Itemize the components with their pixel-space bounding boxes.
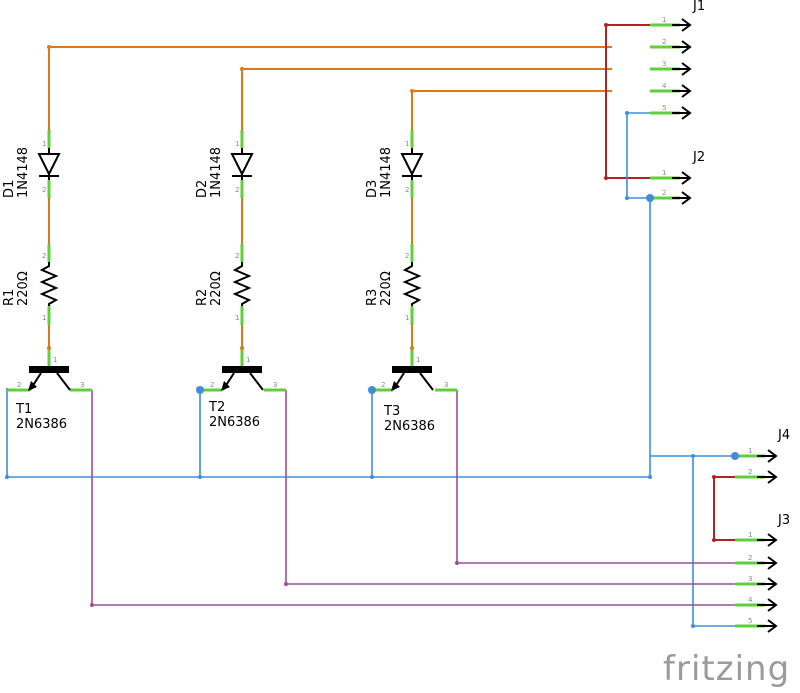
orange-wires xyxy=(48,46,612,348)
svg-text:1: 1 xyxy=(405,314,409,322)
svg-text:1: 1 xyxy=(235,314,239,322)
pin-stubs xyxy=(8,23,765,628)
svg-text:2: 2 xyxy=(748,468,752,476)
resistor-r1 xyxy=(39,262,59,306)
t3-part: 2N6386 xyxy=(384,419,435,434)
r3-value: 220Ω xyxy=(379,271,394,306)
svg-text:2: 2 xyxy=(42,252,46,260)
transistor-t3 xyxy=(391,366,434,391)
j4-arrows xyxy=(757,449,778,484)
svg-text:1: 1 xyxy=(662,16,666,24)
svg-text:2: 2 xyxy=(662,38,666,46)
d2-ref: D2 xyxy=(195,180,210,198)
r1-value: 220Ω xyxy=(16,271,31,306)
svg-text:4: 4 xyxy=(662,82,667,90)
diode-d1 xyxy=(37,148,61,180)
svg-text:2: 2 xyxy=(17,381,21,389)
t1-ref: T1 xyxy=(15,402,32,417)
svg-text:3: 3 xyxy=(444,381,448,389)
d2-part: 1N4148 xyxy=(209,147,224,198)
j1-label: J1 xyxy=(692,0,705,14)
d1-part: 1N4148 xyxy=(16,147,31,198)
svg-text:2: 2 xyxy=(405,252,409,260)
resistor-r3 xyxy=(402,262,422,306)
r2-value: 220Ω xyxy=(209,271,224,306)
fritzing-logo: fritzing xyxy=(663,649,790,689)
svg-text:2: 2 xyxy=(235,252,239,260)
svg-text:1: 1 xyxy=(246,356,250,364)
t3-ref: T3 xyxy=(383,404,400,419)
svg-text:1: 1 xyxy=(42,140,46,148)
svg-text:3: 3 xyxy=(80,381,84,389)
j2-arrows xyxy=(672,171,692,205)
r1-ref: R1 xyxy=(2,289,17,306)
j2-label: J2 xyxy=(692,150,705,165)
svg-text:1: 1 xyxy=(53,356,57,364)
svg-text:3: 3 xyxy=(662,60,666,68)
red-wires xyxy=(605,24,735,541)
svg-text:1: 1 xyxy=(416,356,420,364)
t2-part: 2N6386 xyxy=(209,415,260,430)
connector-arrows xyxy=(672,18,778,633)
r2-labels: R2 220Ω xyxy=(195,271,224,306)
svg-text:3: 3 xyxy=(748,575,752,583)
connector-pin-numbers: 1 2 3 4 5 1 2 1 2 1 2 3 4 5 xyxy=(662,16,753,625)
transistor-t1 xyxy=(28,366,71,391)
r3-labels: R3 220Ω xyxy=(365,271,394,306)
d3-labels: D3 1N4148 xyxy=(365,147,394,198)
resistor-r2 xyxy=(232,262,252,306)
r2-ref: R2 xyxy=(195,289,210,306)
diode-d2 xyxy=(230,148,254,180)
svg-text:2: 2 xyxy=(381,381,385,389)
svg-text:2: 2 xyxy=(42,186,46,194)
r3-ref: R3 xyxy=(365,289,380,306)
d3-part: 1N4148 xyxy=(379,147,394,198)
junction-dots xyxy=(5,23,739,628)
d1-ref: D1 xyxy=(2,180,17,198)
svg-text:5: 5 xyxy=(662,104,666,112)
r1-labels: R1 220Ω xyxy=(2,271,31,306)
t1-part: 2N6386 xyxy=(16,417,67,432)
j3-label: J3 xyxy=(777,513,790,528)
svg-text:1: 1 xyxy=(748,447,752,455)
svg-text:3: 3 xyxy=(273,381,277,389)
t2-ref: T2 xyxy=(208,400,225,415)
j1-arrows xyxy=(672,18,692,120)
svg-text:2: 2 xyxy=(662,189,666,197)
svg-text:1: 1 xyxy=(662,169,666,177)
j3-arrows xyxy=(757,533,778,633)
svg-text:1: 1 xyxy=(748,531,752,539)
d3-ref: D3 xyxy=(365,180,380,198)
diode-d3 xyxy=(400,148,424,180)
d1-labels: D1 1N4148 xyxy=(2,147,31,198)
d2-labels: D2 1N4148 xyxy=(195,147,224,198)
j4-label: J4 xyxy=(777,428,790,443)
svg-text:2: 2 xyxy=(405,186,409,194)
svg-text:2: 2 xyxy=(210,381,214,389)
transistor-t2 xyxy=(221,366,264,391)
svg-text:1: 1 xyxy=(405,140,409,148)
svg-text:1: 1 xyxy=(235,140,239,148)
svg-text:2: 2 xyxy=(235,186,239,194)
svg-text:4: 4 xyxy=(748,596,753,604)
svg-text:1: 1 xyxy=(42,314,46,322)
svg-text:2: 2 xyxy=(748,554,752,562)
svg-text:5: 5 xyxy=(748,617,752,625)
component-pin-numbers: 1 2 1 2 1 2 2 1 2 1 2 1 1 2 3 1 2 3 1 2 … xyxy=(17,140,448,389)
